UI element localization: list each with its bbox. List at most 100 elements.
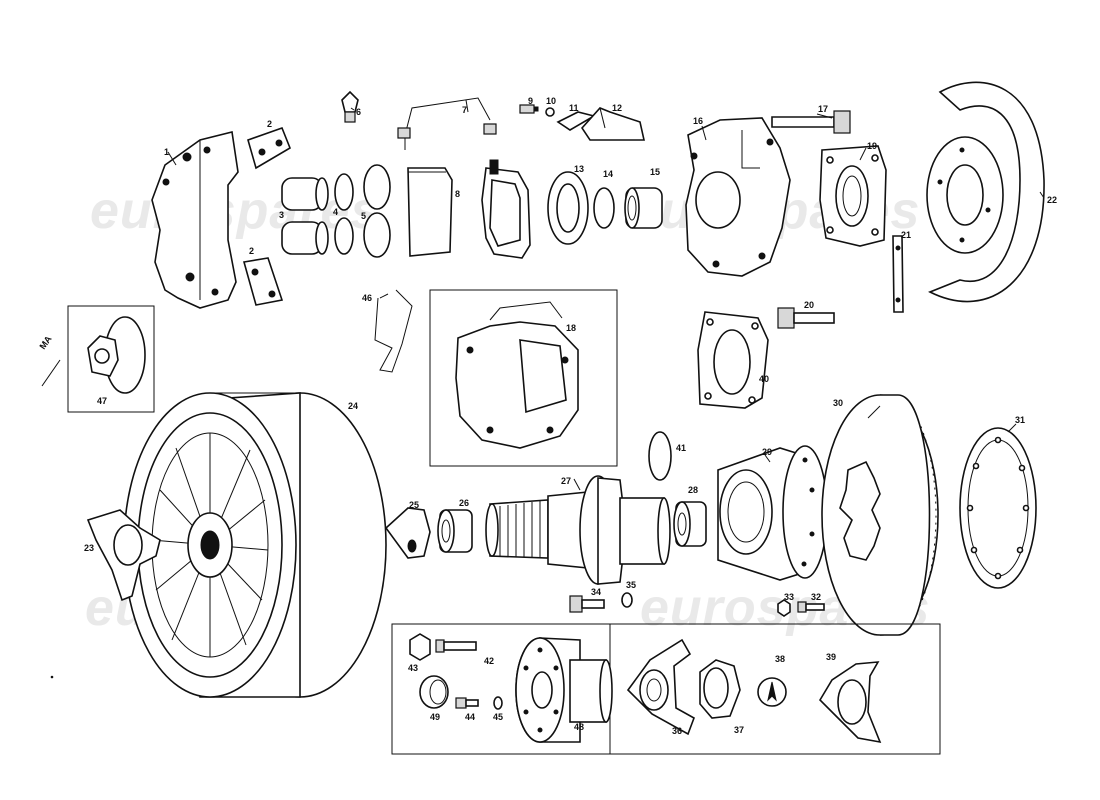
bleed-valve: [341, 90, 359, 123]
hub-washer: [621, 592, 633, 608]
label-3: 3: [279, 210, 284, 220]
label-33: 33: [784, 592, 794, 602]
label-42: 42: [484, 656, 494, 666]
spinner-two-ear: [626, 638, 695, 736]
inset-hub-nut: MA: [37, 305, 155, 413]
label-26: 26: [459, 498, 469, 508]
label-40: 40: [759, 374, 769, 384]
inset-caliper-assembly: [429, 289, 618, 467]
part-labels: 1 2 2 3 4 5 6 7 8 9 10 11 12 13 14 15 16…: [84, 96, 1057, 736]
label-28: 28: [688, 485, 698, 495]
label-43: 43: [408, 663, 418, 673]
label-36: 36: [672, 726, 682, 736]
hub-cap: [419, 675, 449, 709]
label-25: 25: [409, 500, 419, 510]
stub-axle: [485, 475, 671, 585]
disc-stud: [797, 601, 825, 613]
brake-pad-backing: [407, 167, 453, 257]
label-11: 11: [569, 103, 579, 113]
label-2a: 2: [267, 119, 272, 129]
dust-boots: [363, 164, 391, 258]
small-washer: [545, 107, 555, 117]
caliper-bolt: [771, 110, 851, 134]
label-49: 49: [430, 712, 440, 722]
label-30: 30: [833, 398, 843, 408]
label-45: 45: [493, 712, 503, 722]
label-24: 24: [348, 401, 358, 411]
pistons: [281, 177, 329, 255]
brake-disc: [821, 394, 939, 636]
mount-plate: [697, 311, 769, 409]
pad-retainer-lower: [242, 257, 284, 306]
label-18: 18: [566, 323, 576, 333]
label-32: 32: [811, 592, 821, 602]
label-35: 35: [626, 580, 636, 590]
wheel-hub: [717, 445, 828, 581]
label-6: 6: [356, 107, 361, 117]
wire-wheel: [123, 392, 387, 698]
watermark-top-left: eurospares: [90, 182, 380, 240]
brake-pad-friction: [481, 159, 531, 259]
label-16: 16: [693, 116, 703, 126]
label-34: 34: [591, 587, 601, 597]
label-13: 13: [574, 164, 584, 174]
label-22: 22: [1047, 195, 1057, 205]
label-41: 41: [676, 443, 686, 453]
spinner-nut: [699, 659, 741, 719]
label-1: 1: [164, 147, 169, 157]
label-12: 12: [612, 103, 622, 113]
spring-clip: [374, 289, 413, 373]
hub-bolt: [569, 595, 605, 613]
caliper-half: [151, 131, 239, 309]
outer-bearing: [437, 509, 473, 553]
caliper-body: [685, 117, 791, 277]
hub-cone: [384, 507, 431, 559]
retainer-strip: [892, 235, 904, 313]
label-4: 4: [333, 207, 338, 217]
label-37: 37: [734, 725, 744, 735]
label-19: 19: [867, 141, 877, 151]
label-5: 5: [361, 211, 366, 221]
caliper-mount-bracket: [819, 145, 887, 247]
label-8: 8: [455, 189, 460, 199]
seal-ring: [593, 187, 615, 229]
retaining-clip-12: [580, 107, 645, 141]
label-20: 20: [804, 300, 814, 310]
label-7: 7: [462, 105, 467, 115]
label-46: 46: [362, 293, 372, 303]
emblem-badge: [757, 677, 787, 707]
leader-lines: [167, 99, 1045, 491]
label-47: 47: [97, 396, 107, 406]
label-38: 38: [775, 654, 785, 664]
adapter-hub: [515, 637, 613, 743]
piston-boot: [547, 171, 589, 245]
spacer-plate: [959, 427, 1037, 589]
label-44: 44: [465, 712, 475, 722]
bracket-bolt: [777, 307, 835, 329]
label-23: 23: [84, 543, 94, 553]
piston-seals: [334, 173, 354, 255]
label-2b: 2: [249, 246, 254, 256]
label-48: 48: [574, 722, 584, 732]
stray-dot: [50, 675, 54, 679]
label-31: 31: [1015, 415, 1025, 425]
label-29: 29: [762, 447, 772, 457]
label-39: 39: [826, 652, 836, 662]
label-15: 15: [650, 167, 660, 177]
wheel-stud: [435, 639, 477, 653]
wheel-nut: [409, 633, 431, 661]
inset-note-ma: MA: [37, 334, 54, 352]
wing-spinner: [86, 509, 161, 602]
bridge-pipe: [397, 97, 497, 150]
spinner-three-ear: [818, 661, 882, 744]
label-10: 10: [546, 96, 556, 106]
cap-washer: [493, 696, 503, 710]
label-21: 21: [901, 230, 911, 240]
piston-large: [624, 187, 663, 229]
dust-shield: [926, 81, 1045, 303]
inner-bearing: [673, 501, 707, 547]
label-27: 27: [561, 476, 571, 486]
disc-nut: [777, 599, 791, 617]
pad-retainer-upper: [247, 126, 291, 170]
